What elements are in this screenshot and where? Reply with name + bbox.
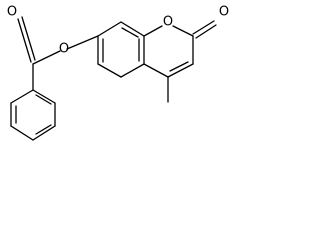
lactone-carbonyl (192, 20, 217, 39)
carbonyl-double-bond (21, 16, 36, 61)
bond (97, 21, 122, 37)
bond (120, 21, 145, 37)
bond (143, 25, 163, 37)
lactone-oxygen-label: O (219, 5, 229, 20)
carbonyl-double-bond (17, 18, 32, 63)
carbonyl-oxygen-label: O (7, 5, 17, 20)
ester-group (17, 16, 99, 91)
ring-oxygen-label: O (163, 15, 173, 30)
bond (97, 63, 122, 78)
aromatic-inner-bond (35, 94, 52, 105)
ring-double-bond (169, 61, 189, 72)
aromatic-inner-bond (121, 27, 139, 38)
bond (143, 63, 169, 78)
coumarin-benzo-ring (97, 21, 145, 78)
carbonyl-double-bond (195, 24, 217, 39)
bond (32, 89, 56, 104)
bond (10, 89, 34, 104)
ester-oxygen-label: O (59, 42, 69, 57)
bond (32, 50, 61, 65)
pyranone-ring (143, 25, 194, 78)
bond (172, 25, 194, 37)
bond (167, 63, 194, 78)
bond (32, 125, 56, 141)
bond (10, 125, 34, 141)
carbonyl-double-bond (192, 20, 215, 35)
bond (120, 63, 145, 78)
aromatic-inner-bond (35, 124, 52, 135)
benzene-ring (10, 89, 56, 141)
bond (66, 35, 99, 50)
chemical-structure-diagram: O O O O (7, 5, 229, 141)
